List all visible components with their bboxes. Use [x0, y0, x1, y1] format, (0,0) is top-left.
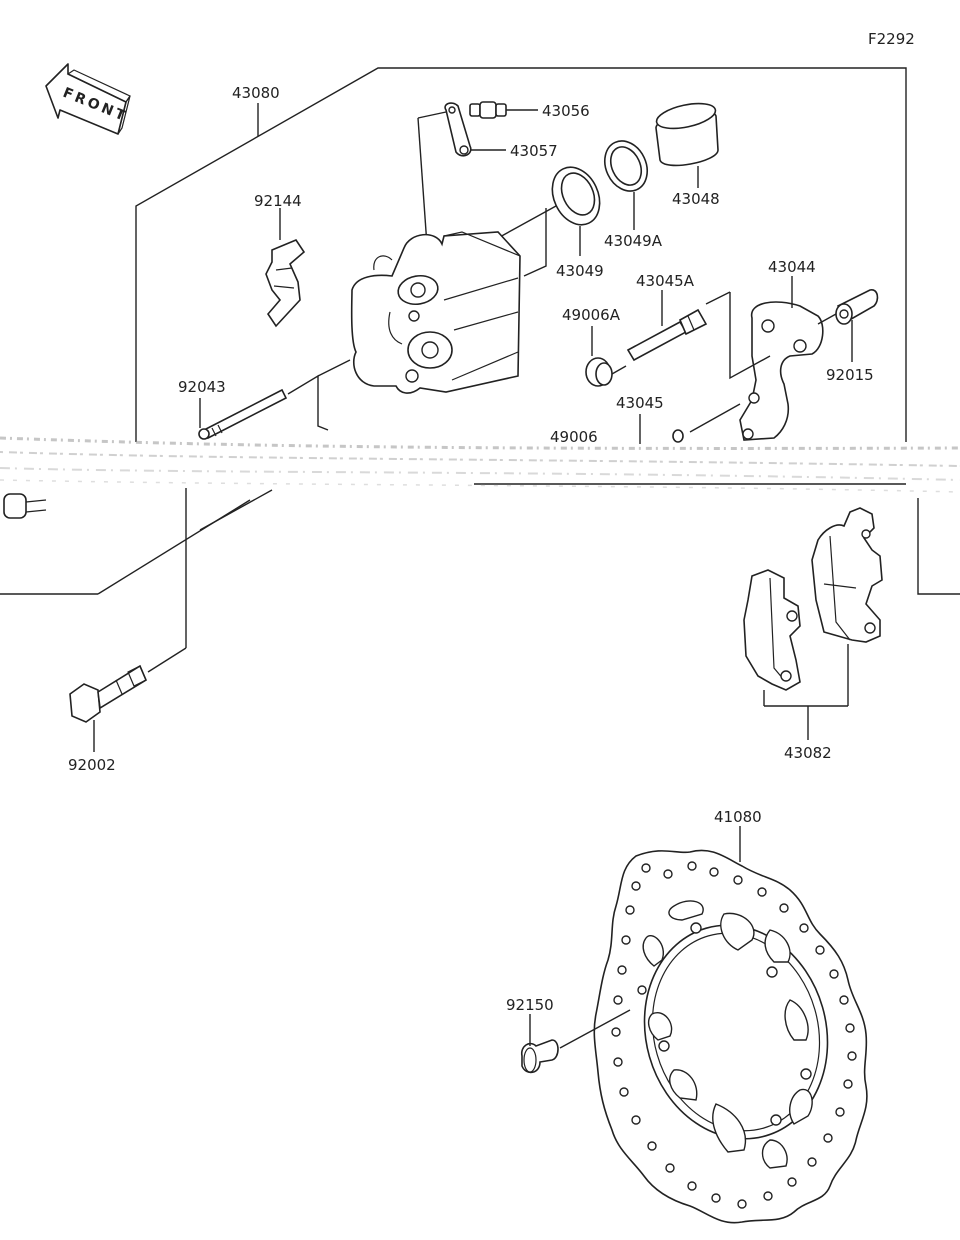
caliper-body: [350, 231, 521, 394]
label-43056: 43056: [542, 102, 590, 120]
seal-43049A: [604, 140, 648, 230]
label-92144: 92144: [254, 192, 302, 210]
label-43045A: 43045A: [636, 272, 695, 290]
assembly-frame-lower: [0, 489, 960, 595]
caliper-leaders: [417, 111, 557, 289]
label-43044: 43044: [768, 258, 816, 276]
label-41080: 41080: [714, 808, 762, 826]
label-43045: 43045: [616, 394, 664, 412]
front-arrow-icon: FRONT: [45, 63, 131, 135]
pin-92043: [198, 359, 351, 440]
label-43082: 43082: [784, 744, 832, 762]
label-92043: 92043: [178, 378, 226, 396]
figure-code: F2292: [868, 30, 915, 48]
bracket-43044: [729, 276, 824, 441]
slide-pin-43045A: [626, 290, 731, 362]
brake-pads-43082: [743, 507, 883, 740]
label-49006: 49006: [550, 428, 598, 446]
label-92150: 92150: [506, 996, 554, 1014]
partial-bolt-left: [3, 493, 47, 519]
bleed-valve-43056: [469, 101, 538, 119]
cap-43057: [444, 102, 506, 157]
label-92015: 92015: [826, 366, 874, 384]
spring-92144: [265, 208, 306, 328]
disc-holes: [611, 861, 857, 1209]
label-43057: 43057: [510, 142, 558, 160]
label-43048: 43048: [672, 190, 720, 208]
label-43080: 43080: [232, 84, 280, 102]
scan-artifact-band: [0, 436, 960, 493]
bushing-92015: [817, 289, 879, 362]
label-43049: 43049: [556, 262, 604, 280]
seal-43049: [551, 166, 601, 256]
label-92002: 92002: [68, 756, 116, 774]
boot-49006A: [585, 326, 627, 387]
bolt-92002: [69, 488, 187, 752]
label-43049A: 43049A: [604, 232, 663, 250]
pin-43045-partial: [639, 403, 741, 444]
piston-43048: [655, 102, 719, 188]
disc-bolt-92150: [520, 1009, 631, 1074]
assembly-frame-43080: [135, 67, 907, 485]
label-49006A: 49006A: [562, 306, 621, 324]
